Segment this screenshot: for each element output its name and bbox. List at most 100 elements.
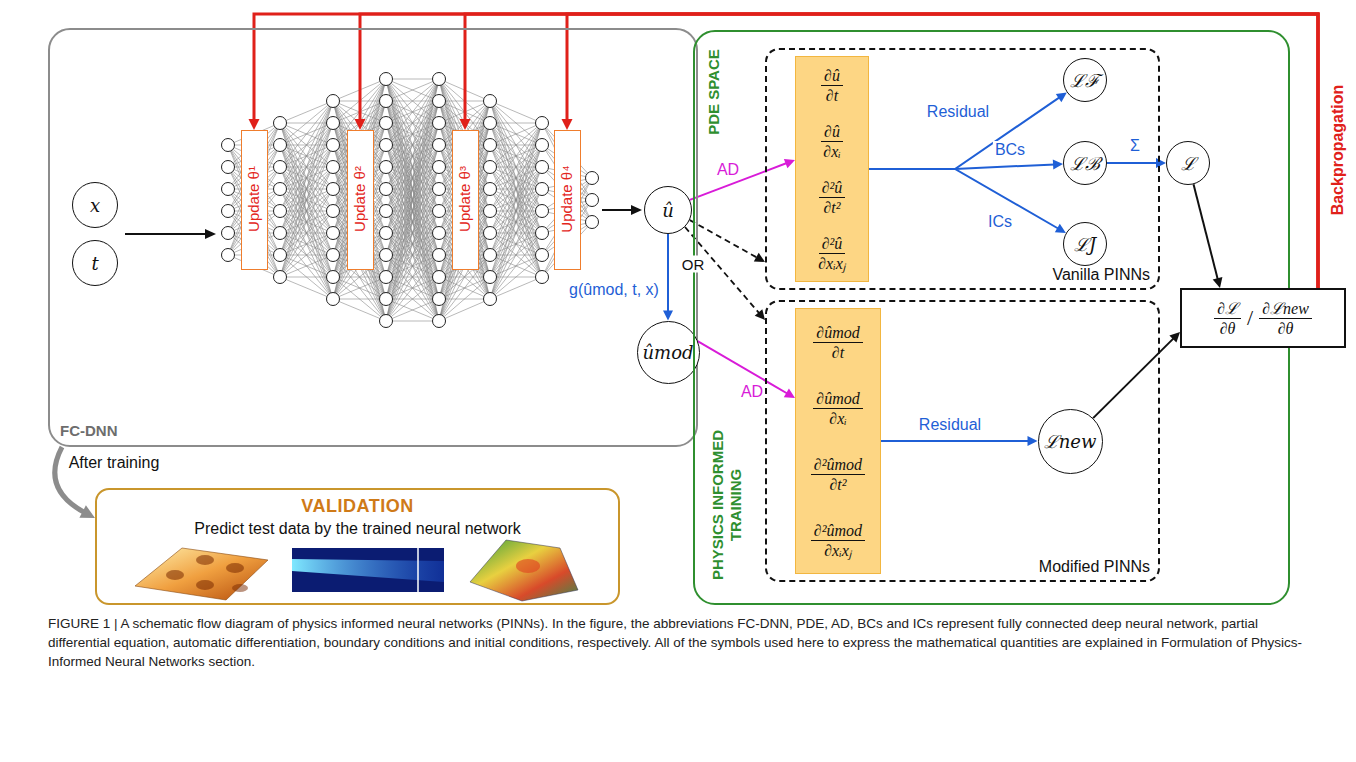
network-link bbox=[333, 101, 386, 299]
connector bbox=[690, 220, 758, 258]
network-link bbox=[280, 101, 333, 277]
update-label: Update θ¹ bbox=[245, 166, 262, 232]
network-link bbox=[228, 167, 280, 233]
network-link bbox=[490, 145, 542, 299]
edge-label: Residual bbox=[917, 416, 983, 434]
arrow-head bbox=[1156, 158, 1166, 168]
network-link bbox=[386, 233, 439, 321]
connector bbox=[465, 14, 1318, 288]
arrow-head bbox=[249, 119, 260, 130]
network-link bbox=[490, 123, 542, 145]
network-link bbox=[490, 233, 542, 299]
network-link bbox=[439, 101, 490, 277]
network-link bbox=[280, 123, 333, 299]
loss-circle: ℒ bbox=[1166, 141, 1210, 185]
label-holder: PDE SPACE bbox=[705, 49, 722, 135]
arrow-head bbox=[631, 205, 642, 215]
network-link bbox=[333, 101, 386, 233]
network-link bbox=[280, 167, 333, 277]
network-link bbox=[333, 101, 386, 277]
arrow-head bbox=[1169, 332, 1180, 343]
box-label: Vanilla PINNs bbox=[1052, 266, 1150, 284]
label-holder: ICs bbox=[986, 213, 1014, 231]
arrow-head bbox=[1055, 224, 1066, 233]
neuron bbox=[484, 293, 497, 306]
network-link bbox=[386, 79, 439, 101]
edge-label: After training bbox=[67, 454, 162, 472]
neuron bbox=[433, 205, 446, 218]
network-link bbox=[386, 321, 439, 322]
network-link bbox=[386, 79, 439, 255]
neuron bbox=[484, 161, 497, 174]
network-link bbox=[333, 277, 386, 321]
network-link bbox=[280, 101, 333, 233]
denominator: ∂θ bbox=[1217, 319, 1239, 338]
node-label: ûmod bbox=[642, 342, 693, 363]
fraction: ∂²ûmod∂xᵢxⱼ bbox=[811, 521, 865, 560]
neuron bbox=[380, 139, 393, 152]
neuron bbox=[274, 161, 287, 174]
network-link bbox=[439, 123, 490, 299]
fraction: ∂û∂xᵢ bbox=[820, 122, 844, 161]
neuron bbox=[433, 139, 446, 152]
neuron bbox=[484, 95, 497, 108]
network-link bbox=[439, 123, 490, 277]
update-box: Update θ² bbox=[347, 130, 374, 270]
network-link bbox=[280, 211, 333, 299]
neuron bbox=[536, 227, 549, 240]
neuron bbox=[327, 117, 340, 130]
neuron bbox=[222, 227, 235, 240]
network-link bbox=[490, 101, 542, 233]
network-link bbox=[333, 299, 386, 321]
network-link bbox=[333, 123, 386, 277]
neuron bbox=[380, 161, 393, 174]
fraction: ∂²û∂xᵢxⱼ bbox=[815, 234, 849, 273]
panel-label: PHYSICS INFORMED TRAINING bbox=[709, 425, 745, 585]
network-link bbox=[386, 79, 439, 80]
network-link bbox=[280, 101, 333, 189]
denominator: ∂t² bbox=[826, 475, 849, 494]
neuron bbox=[433, 249, 446, 262]
caption: FIGURE 1 | A schematic flow diagram of p… bbox=[48, 614, 1308, 671]
node-label: ℒnew bbox=[1044, 429, 1097, 453]
neural-network bbox=[222, 73, 599, 328]
network-link bbox=[490, 123, 542, 277]
network-link bbox=[386, 189, 439, 321]
denominator: ∂θ bbox=[1275, 319, 1297, 338]
neuron bbox=[536, 205, 549, 218]
neuron bbox=[536, 183, 549, 196]
panel-label: PDE SPACE bbox=[705, 49, 722, 135]
network-link bbox=[280, 233, 333, 277]
network-link bbox=[333, 101, 386, 255]
connector bbox=[567, 14, 1318, 288]
network-link bbox=[280, 145, 333, 299]
node-label: ℒ bbox=[1181, 151, 1196, 175]
neuron bbox=[433, 117, 446, 130]
network-link bbox=[333, 145, 386, 299]
network-link bbox=[280, 189, 333, 277]
fraction: ∂²û∂t² bbox=[819, 178, 846, 217]
neuron bbox=[380, 205, 393, 218]
edge-label: ICs bbox=[986, 213, 1014, 231]
network-link bbox=[386, 123, 439, 321]
neuron bbox=[586, 216, 599, 229]
network-link bbox=[280, 101, 333, 145]
network-link bbox=[333, 167, 386, 233]
input-arrow bbox=[125, 233, 206, 235]
neuron bbox=[327, 205, 340, 218]
box-title: VALIDATION bbox=[301, 496, 413, 517]
numerator: ∂ûmod bbox=[813, 389, 862, 409]
denominator: ∂t² bbox=[820, 198, 843, 217]
network-link bbox=[280, 211, 333, 277]
loss-circle: ℒnew bbox=[1038, 409, 1103, 474]
neuron bbox=[380, 271, 393, 284]
network-link bbox=[439, 277, 490, 321]
network-link bbox=[280, 167, 333, 277]
network-link bbox=[386, 189, 439, 321]
network-link bbox=[490, 189, 542, 299]
loss-circle: ℒJ bbox=[1063, 222, 1107, 266]
network-link bbox=[439, 145, 490, 299]
denominator: ∂xᵢxⱼ bbox=[815, 254, 849, 273]
network-link bbox=[280, 189, 333, 277]
